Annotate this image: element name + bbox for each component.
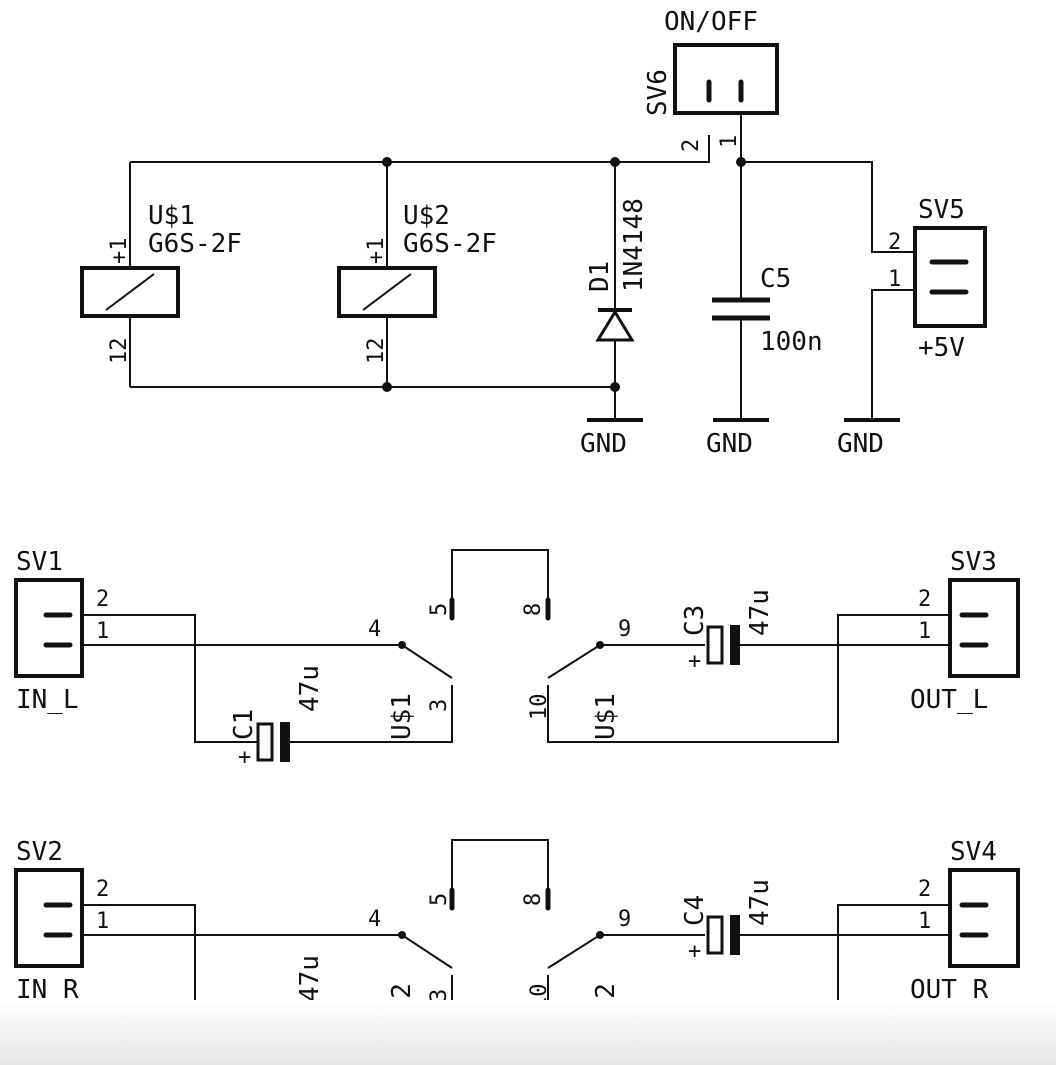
sv2-pin2-label: 2 bbox=[96, 877, 109, 902]
sv6-header bbox=[673, 43, 779, 115]
relay1-value: G6S-2F bbox=[148, 229, 242, 259]
sv6-pin1-label: 1 bbox=[717, 135, 742, 148]
sv3-header bbox=[948, 578, 1020, 678]
relay2-pin-plus: +1 bbox=[364, 238, 389, 265]
input-switch-wire bbox=[82, 934, 453, 969]
sv3-ref: SV3 bbox=[950, 547, 997, 577]
gnd-label-1: GND bbox=[580, 429, 627, 459]
sv5-pin2-label: 2 bbox=[888, 230, 901, 255]
sv5-gnd-wire bbox=[871, 289, 932, 420]
in-l-label: IN_L bbox=[16, 685, 79, 715]
sv5-value: +5V bbox=[918, 333, 965, 363]
pin10-label: 10 bbox=[527, 694, 552, 721]
switch-contact-dot bbox=[596, 931, 604, 939]
left-channel: SV1 IN_L 2 1 C1 47u + 4 5 8 3 U$1 9 10 U… bbox=[14, 547, 1020, 770]
relay2-ref: U$2 bbox=[403, 201, 450, 231]
switch-contact-dot bbox=[596, 641, 604, 649]
pin9-label: 9 bbox=[618, 907, 631, 932]
top-bus-wire bbox=[130, 135, 710, 163]
out-l-label: OUT_L bbox=[910, 685, 988, 715]
c1-plus: + bbox=[238, 745, 251, 770]
pin3-label: 3 bbox=[427, 989, 452, 1002]
c4-minus-plate bbox=[730, 915, 740, 955]
junction-dot bbox=[610, 157, 620, 167]
switch-contact-dot bbox=[398, 641, 406, 649]
relay2-coil-slash bbox=[362, 273, 412, 311]
c3-plus: + bbox=[688, 649, 701, 674]
c3-value: 47u bbox=[745, 589, 775, 636]
sv4-ref: SV4 bbox=[950, 837, 997, 867]
c5-value: 100n bbox=[760, 327, 823, 357]
gnd-label-2: GND bbox=[706, 429, 753, 459]
power-section: U$1 G6S-2F +1 12 U$2 G6S-2F +1 12 D1 1N4… bbox=[80, 7, 987, 459]
output-wire-1 bbox=[547, 934, 950, 969]
output-wire-1 bbox=[547, 644, 950, 679]
relay-ref-a: U$1 bbox=[387, 693, 417, 740]
sv4-pin1-label: 1 bbox=[918, 909, 931, 934]
pin8-label: 8 bbox=[521, 603, 546, 616]
pin3-label: 3 bbox=[427, 699, 452, 712]
input-switch-wire bbox=[82, 644, 453, 679]
input-cap-wire bbox=[82, 614, 453, 743]
relay1-coil-slash bbox=[105, 273, 155, 311]
relay-link-wire bbox=[451, 839, 549, 908]
sv1-header bbox=[14, 578, 84, 678]
diode-anode-triangle bbox=[595, 309, 635, 342]
sv5-header bbox=[913, 226, 987, 328]
relay-link-wire bbox=[451, 549, 549, 618]
sv3-pin1-label: 1 bbox=[918, 619, 931, 644]
c5-ref: C5 bbox=[760, 264, 791, 294]
relay2-value: G6S-2F bbox=[403, 229, 497, 259]
sv5-ref: SV5 bbox=[918, 195, 965, 225]
gnd-label-3: GND bbox=[837, 429, 884, 459]
junction-dot bbox=[382, 382, 392, 392]
sv1-ref: SV1 bbox=[16, 547, 63, 577]
pin5-label: 5 bbox=[427, 893, 452, 906]
c3-ref: C3 bbox=[680, 605, 710, 636]
junction-dot bbox=[610, 382, 620, 392]
c1-minus-plate bbox=[280, 722, 290, 762]
sv4-pin2-label: 2 bbox=[918, 877, 931, 902]
relay1-pin-plus: +1 bbox=[107, 238, 132, 265]
c1-plus-plate bbox=[256, 722, 274, 762]
output-wire-2 bbox=[547, 614, 950, 743]
sv6-pin2-label: 2 bbox=[679, 139, 704, 152]
sv2-header bbox=[14, 868, 84, 968]
relay-ref-b: U$1 bbox=[591, 693, 621, 740]
c4-value: 47u bbox=[745, 879, 775, 926]
c1-value: 47u bbox=[295, 665, 325, 712]
relay1-ref: U$1 bbox=[148, 201, 195, 231]
diode-value: 1N4148 bbox=[619, 198, 649, 292]
diode-ref: D1 bbox=[585, 261, 615, 292]
sv2-ref: SV2 bbox=[16, 837, 63, 867]
c3-plus-plate bbox=[706, 625, 724, 665]
c4-plus-plate bbox=[706, 915, 724, 955]
pin4-label: 4 bbox=[368, 907, 381, 932]
relay2-pin-gnd: 12 bbox=[364, 338, 389, 365]
switch-contact-dot bbox=[398, 931, 406, 939]
sv4-header bbox=[948, 868, 1020, 968]
sv5-pin1-label: 1 bbox=[888, 267, 901, 292]
c5-wire bbox=[740, 113, 932, 420]
pin8-label: 8 bbox=[521, 893, 546, 906]
sv1-pin2-label: 2 bbox=[96, 587, 109, 612]
sv6-title: ON/OFF bbox=[664, 7, 758, 37]
sv3-pin2-label: 2 bbox=[918, 587, 931, 612]
c4-ref: C4 bbox=[680, 895, 710, 926]
sv1-pin1-label: 1 bbox=[96, 619, 109, 644]
pin5-label: 5 bbox=[427, 603, 452, 616]
junction-dot bbox=[382, 157, 392, 167]
c2-value: 47u bbox=[295, 955, 325, 1002]
c3-minus-plate bbox=[730, 625, 740, 665]
bottom-shade bbox=[0, 1000, 1056, 1065]
pin4-label: 4 bbox=[368, 617, 381, 642]
c4-plus: + bbox=[688, 939, 701, 964]
pin9-label: 9 bbox=[618, 617, 631, 642]
sv2-pin1-label: 1 bbox=[96, 909, 109, 934]
relay1-pin-gnd: 12 bbox=[107, 338, 132, 365]
sv6-ref: SV6 bbox=[643, 69, 673, 116]
c1-ref: C1 bbox=[229, 709, 259, 740]
